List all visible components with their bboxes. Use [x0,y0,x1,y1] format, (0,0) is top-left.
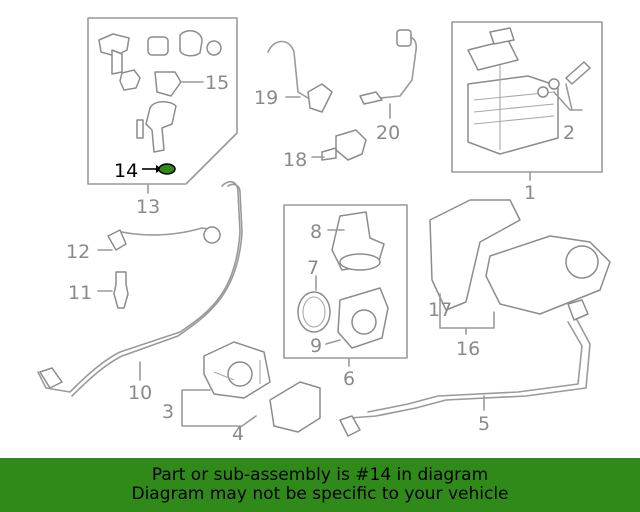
exploded-parts-diagram: 15 14 13 19 20 18 2 1 10 12 [37,17,611,445]
callout-12: 12 [66,241,90,263]
part-3-water-pump [203,341,271,399]
callout-14: 14 [114,160,138,182]
callout-4: 4 [232,423,244,445]
part-5-hose [349,317,591,419]
group-13-frame [87,17,238,185]
part-20-connector [396,29,412,47]
leader-9 [325,339,341,345]
group-6-frame [283,204,408,359]
part-5-hose-end-top [567,299,589,321]
leader-2 [553,83,583,111]
part-18-bracket [321,147,337,161]
part-19-o2-sensor-wire [267,40,309,99]
part-16-cover-boss [565,245,599,279]
part-10-hose-outline [71,183,243,397]
part-11-sensor [113,271,129,309]
callout-16: 16 [456,338,480,360]
callout-6: 6 [343,368,355,390]
part-8-thermostat-housing [331,211,385,271]
callout-7: 7 [307,257,319,279]
part-9-thermostat [337,287,389,349]
callout-20: 20 [376,122,400,144]
callout-15: 15 [205,72,229,94]
callout-9: 9 [310,335,322,357]
callout-11: 11 [68,282,92,304]
part-19-o2-sensor [307,83,333,113]
part-14-seal-highlighted [158,163,176,175]
part-5-hose-outline [367,321,583,413]
callout-17: 17 [428,299,452,321]
callout-2: 2 [563,122,575,144]
callout-10: 10 [128,382,152,404]
part-7-gasket-inner [302,296,326,328]
part-1-canister [467,27,559,155]
group-13-parts [98,30,222,153]
part-18-sensor [335,129,367,161]
part-10-hose-end [39,367,63,389]
callout-5: 5 [478,413,490,435]
part-12-hose [121,227,217,236]
part-20-o2-sensor [359,91,383,105]
part-17-gasket [429,199,521,311]
callout-3: 3 [162,401,174,423]
part-4-gasket [269,381,321,433]
banner-line-2: Diagram may not be specific to your vehi… [131,484,509,504]
banner-line-1: Part or sub-assembly is #14 in diagram [151,465,489,485]
group-1-frame [451,21,603,173]
part-2-fittings [537,61,591,98]
part-12-fitting [107,229,127,251]
info-banner: Part or sub-assembly is #14 in diagram D… [0,458,640,512]
callout-13: 13 [136,196,160,218]
callout-19: 19 [254,87,278,109]
callout-18: 18 [283,149,307,171]
part-12-end [203,226,221,244]
part-5-hose-end-bottom [339,415,361,437]
callout-8: 8 [310,221,322,243]
leader-3-4 [181,389,257,427]
leader-16-17 [439,293,495,329]
callout-1: 1 [524,182,536,204]
